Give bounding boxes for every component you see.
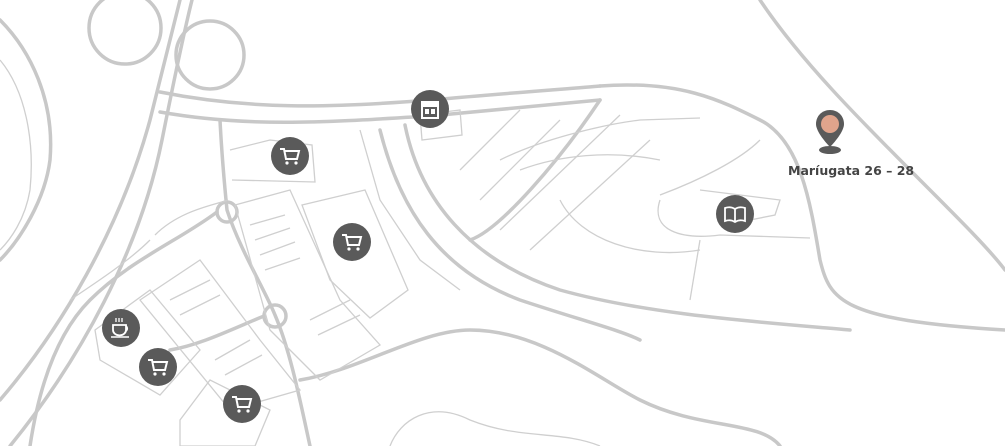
library-poi[interactable] (716, 195, 754, 233)
storefront-poi[interactable] (411, 90, 449, 128)
location-pin-icon[interactable] (815, 109, 845, 155)
storefront-icon (421, 101, 439, 119)
supermarket-poi[interactable] (333, 223, 371, 261)
cafe-poi[interactable] (102, 309, 140, 347)
cart-icon (280, 148, 301, 165)
cart-icon (148, 359, 169, 376)
coffee-icon (111, 318, 129, 338)
book-icon (724, 206, 746, 223)
supermarket-poi[interactable] (139, 348, 177, 386)
supermarket-poi[interactable] (271, 137, 309, 175)
supermarket-poi[interactable] (223, 385, 261, 423)
cart-icon (232, 396, 253, 413)
cart-icon (342, 234, 363, 251)
location-label: Maríugata 26 – 28 (788, 163, 915, 178)
